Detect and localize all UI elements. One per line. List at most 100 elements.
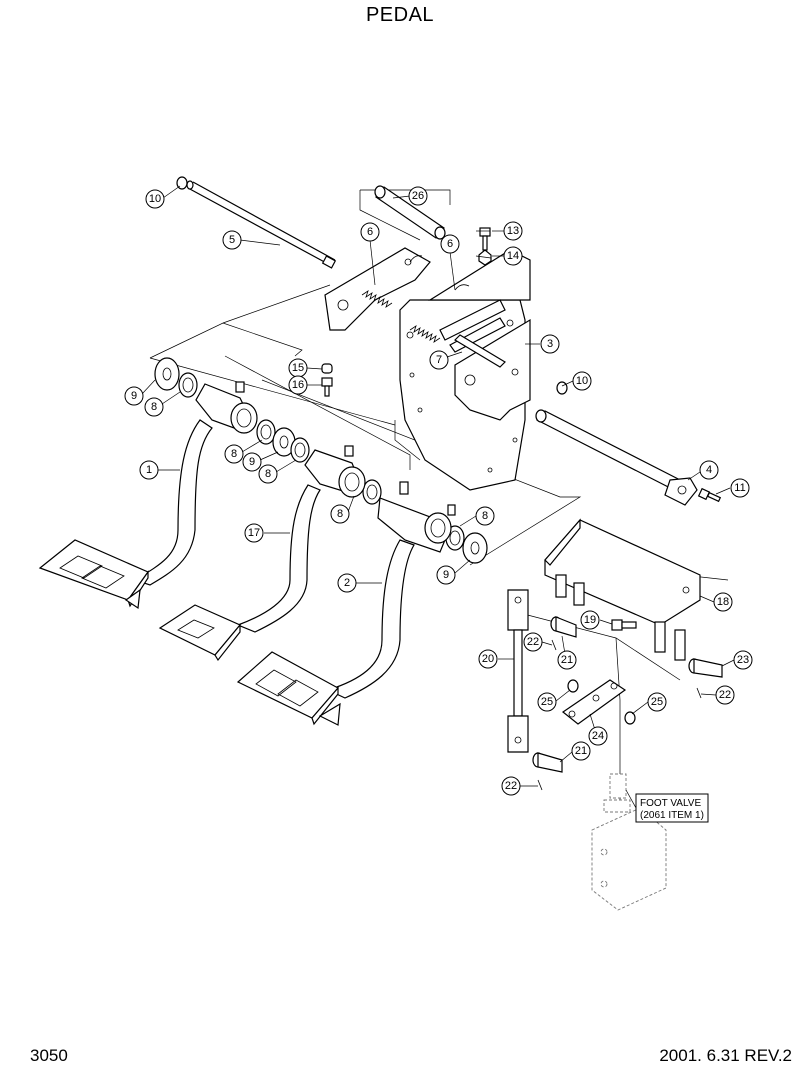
svg-text:8: 8 bbox=[482, 510, 488, 522]
svg-text:22: 22 bbox=[505, 780, 517, 792]
foot-valve-note: FOOT VALVE (2061 ITEM 1) bbox=[635, 793, 709, 823]
svg-text:8: 8 bbox=[151, 401, 157, 413]
rod-part-5 bbox=[186, 180, 337, 269]
svg-text:14: 14 bbox=[507, 250, 519, 262]
callout-8-mid-b: 8 bbox=[258, 464, 278, 484]
svg-text:6: 6 bbox=[447, 238, 453, 250]
svg-text:1: 1 bbox=[146, 464, 152, 476]
svg-text:9: 9 bbox=[249, 456, 255, 468]
callout-22-c: 22 bbox=[501, 776, 521, 796]
callout-19: 19 bbox=[580, 610, 600, 630]
bolt-part-19 bbox=[611, 619, 637, 631]
svg-text:10: 10 bbox=[149, 193, 161, 205]
snap-ring-part-10b bbox=[556, 381, 568, 395]
svg-text:25: 25 bbox=[541, 696, 553, 708]
pin-part-21b bbox=[532, 752, 563, 773]
washer-part-9a bbox=[154, 357, 180, 391]
svg-text:21: 21 bbox=[561, 654, 573, 666]
callout-8-center: 8 bbox=[330, 504, 350, 524]
callout-1: 1 bbox=[139, 460, 159, 480]
svg-text:(2061 ITEM 1): (2061 ITEM 1) bbox=[640, 810, 704, 821]
svg-text:23: 23 bbox=[737, 654, 749, 666]
callout-10-top: 10 bbox=[145, 189, 165, 209]
pedal-part-17 bbox=[158, 445, 366, 662]
bearing-part-8c bbox=[290, 437, 310, 463]
svg-text:6: 6 bbox=[367, 226, 373, 238]
svg-text:9: 9 bbox=[131, 390, 137, 402]
svg-text:22: 22 bbox=[527, 636, 539, 648]
svg-text:21: 21 bbox=[575, 745, 587, 757]
callout-18: 18 bbox=[713, 592, 733, 612]
svg-text:20: 20 bbox=[482, 653, 494, 665]
svg-text:9: 9 bbox=[443, 569, 449, 581]
callout-6-right: 6 bbox=[440, 234, 460, 254]
callout-20: 20 bbox=[478, 649, 498, 669]
svg-text:13: 13 bbox=[507, 225, 519, 237]
callout-25-a: 25 bbox=[537, 692, 557, 712]
callout-10-right: 10 bbox=[572, 371, 592, 391]
callout-24: 24 bbox=[588, 726, 608, 746]
grease-nipple-part-16 bbox=[321, 377, 333, 397]
callout-15: 15 bbox=[288, 358, 308, 378]
sleeve-part-26 bbox=[374, 185, 446, 240]
callout-5: 5 bbox=[222, 230, 242, 250]
bracket-part-18 bbox=[544, 518, 701, 661]
pedal-part-1 bbox=[38, 381, 258, 610]
bearing-part-8a bbox=[178, 372, 198, 398]
svg-text:10: 10 bbox=[576, 375, 588, 387]
pin-part-7 bbox=[454, 334, 506, 368]
washer-part-25a bbox=[567, 679, 579, 693]
shaft-part-4 bbox=[535, 409, 698, 506]
svg-text:15: 15 bbox=[292, 362, 304, 374]
callout-21-b: 21 bbox=[571, 741, 591, 761]
svg-text:17: 17 bbox=[248, 527, 260, 539]
callout-11: 11 bbox=[730, 478, 750, 498]
callout-7: 7 bbox=[429, 350, 449, 370]
callout-13: 13 bbox=[503, 221, 523, 241]
svg-text:26: 26 bbox=[412, 190, 424, 202]
callout-22-b: 22 bbox=[715, 685, 735, 705]
cap-part-15 bbox=[321, 363, 333, 374]
split-pin-part-22b bbox=[537, 779, 543, 791]
svg-text:16: 16 bbox=[292, 379, 304, 391]
svg-text:FOOT VALVE: FOOT VALVE bbox=[640, 798, 701, 809]
svg-text:18: 18 bbox=[717, 596, 729, 608]
svg-text:24: 24 bbox=[592, 730, 604, 742]
bolt-part-11 bbox=[697, 487, 722, 503]
svg-text:4: 4 bbox=[706, 464, 712, 476]
washer-part-9c bbox=[462, 532, 488, 564]
svg-text:8: 8 bbox=[265, 468, 271, 480]
callout-22-a: 22 bbox=[523, 632, 543, 652]
callout-8-mid-a: 8 bbox=[224, 444, 244, 464]
callout-8-right: 8 bbox=[475, 506, 495, 526]
spring-part-6-right bbox=[409, 284, 470, 343]
callout-8-left: 8 bbox=[144, 397, 164, 417]
page-number: 3050 bbox=[30, 1046, 68, 1065]
pedal-part-2 bbox=[236, 481, 456, 726]
callout-9-left: 9 bbox=[124, 386, 144, 406]
svg-text:5: 5 bbox=[229, 234, 235, 246]
svg-text:3: 3 bbox=[547, 338, 553, 350]
spring-part-6-left bbox=[361, 255, 423, 308]
washer-part-25b bbox=[624, 711, 636, 725]
callout-6-left: 6 bbox=[360, 222, 380, 242]
callout-2: 2 bbox=[337, 573, 357, 593]
revision-label: 2001. 6.31 REV.2 bbox=[659, 1046, 792, 1065]
svg-text:19: 19 bbox=[584, 614, 596, 626]
callout-14: 14 bbox=[503, 246, 523, 266]
callout-9-mid: 9 bbox=[242, 452, 262, 472]
page-title: PEDAL bbox=[365, 4, 435, 26]
callout-4: 4 bbox=[699, 460, 719, 480]
svg-text:22: 22 bbox=[719, 689, 731, 701]
bracket-part-3 bbox=[324, 247, 531, 491]
rod-part-20 bbox=[507, 589, 529, 753]
split-pin-part-22a bbox=[551, 639, 557, 651]
callout-9-right: 9 bbox=[436, 565, 456, 585]
lever-part-24 bbox=[561, 679, 627, 725]
callout-17: 17 bbox=[244, 523, 264, 543]
callout-leaders bbox=[141, 185, 735, 809]
pin-part-23 bbox=[688, 658, 723, 678]
bearing-part-8e bbox=[362, 479, 382, 505]
pin-part-21a bbox=[550, 616, 577, 638]
svg-text:2: 2 bbox=[344, 577, 350, 589]
